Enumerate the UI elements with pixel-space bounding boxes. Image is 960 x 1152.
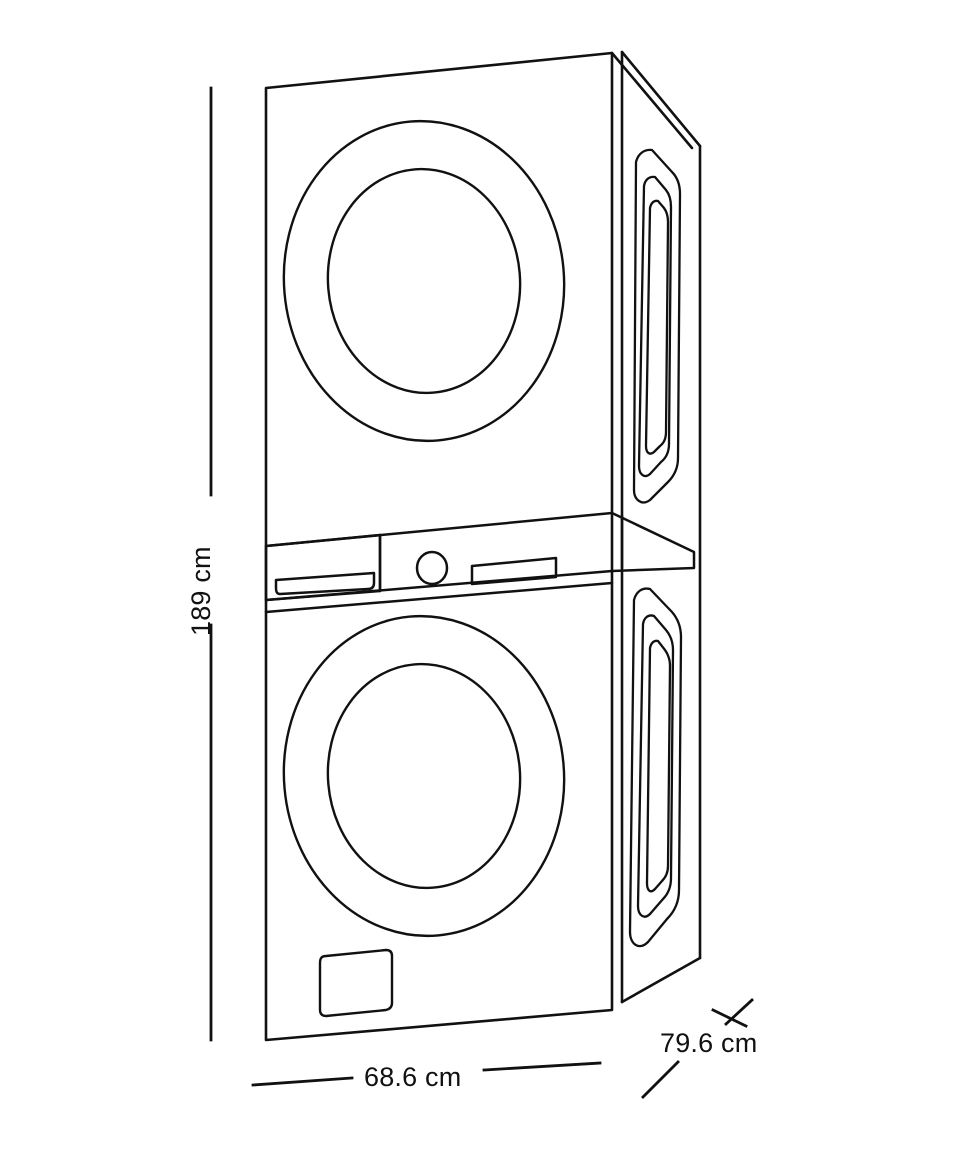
upper-door-outer-ring [282, 119, 566, 443]
lower-unit [282, 614, 566, 1018]
width-dimension-label: 68.6 cm [364, 1062, 462, 1092]
lower-handle-inner [645, 639, 672, 893]
depth-dimension-tick-top [724, 998, 754, 1026]
width-dimension-line-left [251, 1076, 354, 1087]
lower-handle-outer [628, 587, 683, 948]
upper-door-inner-ring [326, 167, 522, 395]
top-surface [610, 51, 694, 150]
upper-handle-outer [632, 148, 682, 504]
lower-door-inner-ring [326, 662, 522, 890]
upper-side-handle[interactable] [632, 148, 682, 504]
right-side-panel-bottom [620, 956, 702, 1004]
front-face-outline [264, 51, 614, 1042]
rotary-program-knob[interactable] [415, 550, 449, 586]
upper-handle-inner [644, 199, 670, 455]
upper-handle-middle [637, 175, 673, 478]
detergent-drawer-handle [274, 571, 376, 596]
lower-handle-middle [636, 614, 675, 918]
height-dimension-label: 189 cm [186, 546, 216, 636]
depth-dimension-line-upper [711, 1008, 748, 1028]
depth-dimension-label: 79.6 cm [660, 1028, 758, 1058]
top-surface-edge [620, 50, 702, 148]
unit-seam-line [264, 581, 614, 614]
lower-door-outer-ring [282, 614, 566, 938]
width-dimension-line-right [482, 1061, 602, 1072]
upper-unit [282, 119, 566, 443]
control-band-side [610, 511, 696, 573]
detergent-drawer [264, 533, 382, 602]
depth-dimension-line-lower [641, 1060, 680, 1099]
appliance-body [264, 50, 702, 1042]
control-panel[interactable] [264, 511, 696, 614]
lower-side-handle[interactable] [628, 587, 683, 948]
control-display[interactable] [470, 556, 558, 586]
filter-access-panel[interactable] [318, 948, 394, 1018]
dimension-lines [209, 86, 754, 1099]
